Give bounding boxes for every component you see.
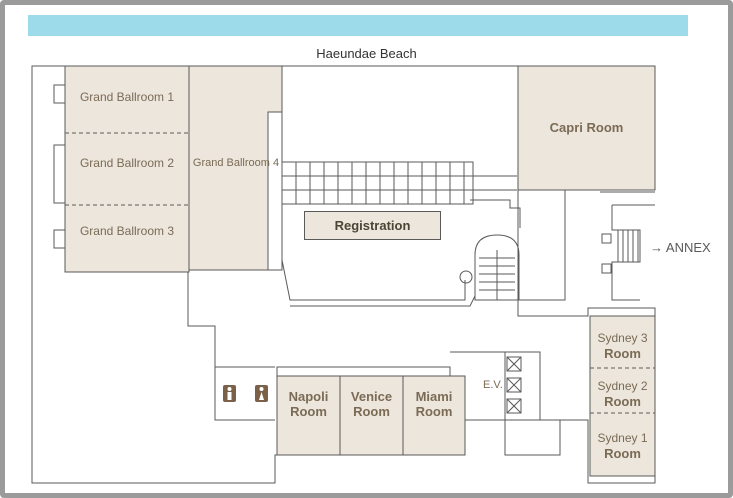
annex-stair [601,229,641,274]
grand-ballroom-3-label: Grand Ballroom 3 [79,224,175,238]
staircase [459,234,520,301]
grand-ballroom-2-label: Grand Ballroom 2 [79,156,175,170]
beach-label: Haeundae Beach [316,46,417,61]
annex-label: ANNEX [665,240,711,255]
registration-desk: Registration [304,211,441,240]
woman-restroom-icon [255,385,268,402]
grand-ballroom-1-label: Grand Ballroom 1 [79,90,175,104]
elevator-label: E.V. [483,379,503,391]
annex-link: → ANNEX [650,240,711,255]
grand-ballroom-4-label: Grand Ballroom 4 [192,157,280,169]
arrow-right-icon: → [650,240,663,255]
man-restroom-icon [223,385,236,402]
capri-room-shape [517,65,656,191]
top-banner [28,15,688,36]
foyer-grid [281,161,474,205]
meeting-rooms-block [276,366,466,456]
capri-room-label: Capri Room [549,120,624,135]
elevator-shafts [506,356,522,414]
sydney-rooms-block [589,315,656,477]
grand-ballroom-block [53,65,283,273]
